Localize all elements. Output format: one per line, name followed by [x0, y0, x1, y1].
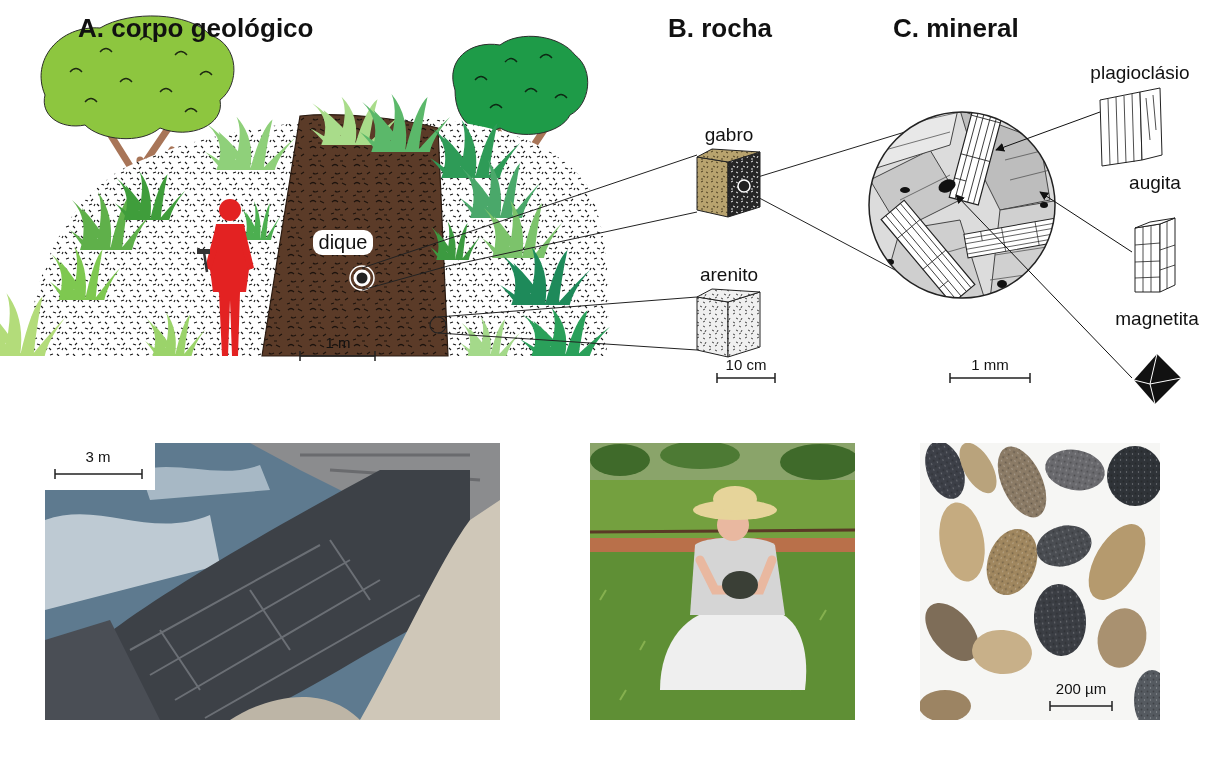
- zoom-line: [362, 132, 905, 350]
- mineral-label: augita: [1129, 172, 1181, 194]
- dike-body: dique: [258, 114, 448, 356]
- plagioclase-crystal: [1100, 88, 1162, 166]
- scale-label: 1 mm: [971, 356, 1009, 373]
- mineral-label: magnetita: [1115, 308, 1198, 330]
- thin-section: [869, 91, 1060, 304]
- rock-sample: gabro: [697, 124, 761, 218]
- sandstone-cube: [697, 289, 760, 357]
- magnetite-crystal: [1134, 354, 1181, 404]
- outcrop-photo: [45, 443, 500, 720]
- rock-label: gabro: [705, 124, 754, 146]
- panel-title: B. rocha: [668, 14, 772, 44]
- pointer-arrow: [956, 195, 1132, 378]
- pointer-arrow: [996, 112, 1100, 150]
- dike-label: dique: [313, 230, 374, 255]
- scale-label: 3 m: [85, 448, 110, 465]
- sample-marker: [350, 266, 446, 333]
- grass: [0, 94, 610, 356]
- person-photo: [590, 443, 855, 720]
- mineral-label: plagioclásio: [1090, 62, 1189, 84]
- mineral-crystal: plagioclásio: [1080, 62, 1200, 168]
- scale-label: 200 µm: [1056, 680, 1106, 697]
- scale-label: 1 m: [325, 334, 350, 351]
- panel-title: C. mineral: [893, 14, 1019, 44]
- mineral-crystal: magnetita: [1110, 308, 1204, 406]
- augite-crystal: [1135, 218, 1175, 292]
- scale-bar: [717, 373, 775, 383]
- scale-bar: [950, 373, 1030, 383]
- mineral-crystal: augita: [1120, 172, 1190, 294]
- gabbro-cube: [697, 149, 760, 217]
- panel-title: A. corpo geológico: [78, 14, 313, 44]
- scale-bar: [300, 351, 375, 361]
- geologist-figure: [197, 199, 254, 356]
- rock-sample: arenito: [697, 264, 761, 358]
- scale-label: 10 cm: [726, 356, 767, 373]
- rock-label: arenito: [700, 264, 758, 286]
- pointer-arrow: [1040, 192, 1132, 252]
- leader-line: [448, 212, 697, 266]
- grain-photo: [920, 443, 1160, 720]
